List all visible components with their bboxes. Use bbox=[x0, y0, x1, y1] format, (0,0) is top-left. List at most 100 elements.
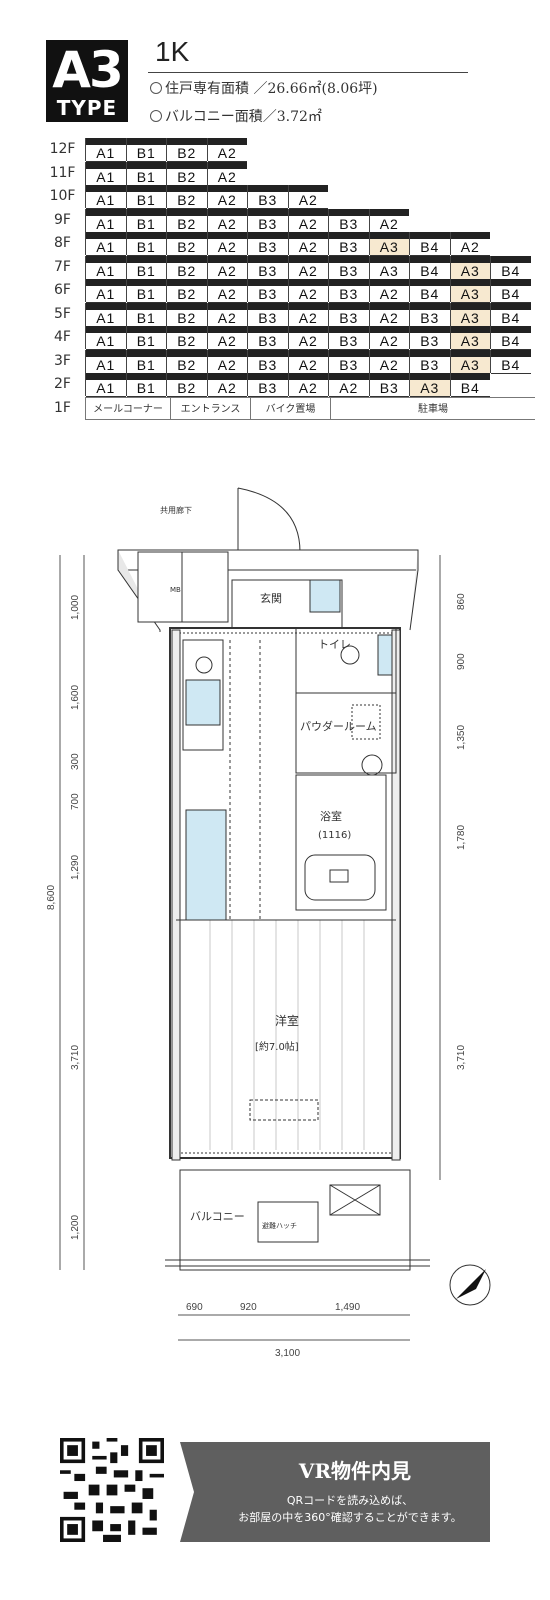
ground-floor-cell: 駐車場 bbox=[330, 396, 535, 420]
unit-label: B2 bbox=[167, 286, 207, 303]
unit-bar bbox=[329, 255, 369, 263]
unit-label: B4 bbox=[491, 310, 531, 327]
unit-label: B4 bbox=[410, 239, 450, 256]
unit-label: A2 bbox=[207, 333, 247, 350]
unit-bar bbox=[369, 326, 409, 333]
unit-bar bbox=[491, 349, 531, 357]
unit-cell: B2 bbox=[166, 349, 207, 374]
unit-label: B1 bbox=[126, 239, 166, 256]
unit-cell: A2 bbox=[206, 232, 247, 256]
balcony-area-text: バルコニー面積／3.72㎡ bbox=[165, 109, 322, 125]
unit-cell: B3 bbox=[328, 326, 369, 350]
unit-label: B4 bbox=[410, 286, 450, 303]
unit-label: B3 bbox=[369, 380, 409, 397]
unit-cell: A2 bbox=[287, 326, 328, 350]
unit-cell: B3 bbox=[247, 185, 288, 209]
unit-label: B2 bbox=[167, 263, 207, 280]
unit-bar bbox=[329, 349, 369, 357]
unit-label: A2 bbox=[288, 310, 328, 327]
unit-bar bbox=[86, 255, 126, 263]
unit-bar bbox=[450, 302, 490, 310]
unit-bar bbox=[288, 326, 328, 333]
unit-cell: B3 bbox=[409, 302, 450, 327]
unit-cell: B2 bbox=[166, 373, 207, 397]
unit-bar bbox=[167, 255, 207, 263]
unit-bar bbox=[167, 373, 207, 380]
unit-bar bbox=[86, 302, 126, 310]
unit-cell: A1 bbox=[85, 161, 126, 186]
unit-label: A2 bbox=[369, 333, 409, 350]
unit-label: A1 bbox=[86, 169, 126, 186]
unit-bar bbox=[410, 349, 450, 357]
svg-text:MB: MB bbox=[170, 586, 181, 594]
unit-label: A2 bbox=[207, 216, 247, 233]
unit-label: B3 bbox=[329, 286, 369, 303]
dim-right-1: 860 bbox=[456, 593, 467, 610]
unit-label: B3 bbox=[329, 333, 369, 350]
unit-cell: B3 bbox=[247, 255, 288, 280]
unit-cell: A2 bbox=[287, 185, 328, 209]
unit-bar bbox=[167, 302, 207, 310]
unit-cell: B4 bbox=[490, 302, 531, 327]
unit-cell: A3 bbox=[368, 232, 409, 256]
unit-cell: B1 bbox=[125, 138, 166, 162]
floor-label: 11F bbox=[40, 161, 86, 185]
unit-label: A2 bbox=[369, 310, 409, 327]
western-room-size: [約7.0帖] bbox=[255, 1040, 299, 1053]
unit-cell: A2 bbox=[206, 326, 247, 350]
vr-desc-line2: お部屋の中を360°確認することができます。 bbox=[238, 1511, 462, 1524]
unit-label: B2 bbox=[167, 333, 207, 350]
unit-cell: A1 bbox=[85, 232, 126, 256]
unit-bar bbox=[126, 349, 166, 357]
unit-label: B1 bbox=[126, 357, 166, 374]
unit-cell: A2 bbox=[206, 138, 247, 162]
unit-label: B3 bbox=[248, 310, 288, 327]
unit-cell: B3 bbox=[247, 279, 288, 303]
unit-label: A2 bbox=[288, 239, 328, 256]
unit-bar bbox=[329, 326, 369, 333]
unit-cell: A3 bbox=[449, 255, 490, 280]
unit-bar bbox=[207, 255, 247, 263]
unit-cell: A2 bbox=[287, 232, 328, 256]
floor-label: 10F bbox=[40, 185, 86, 208]
unit-label: B1 bbox=[126, 380, 166, 397]
unit-bar bbox=[207, 208, 247, 216]
unit-cell: B2 bbox=[166, 161, 207, 186]
unit-bar bbox=[167, 349, 207, 357]
unit-bar bbox=[369, 232, 409, 239]
unit-label: A3 bbox=[450, 333, 490, 350]
dim-left-6: 3,710 bbox=[70, 1045, 81, 1070]
qr-code-icon[interactable] bbox=[60, 1438, 164, 1542]
unit-cell: A1 bbox=[85, 279, 126, 303]
unit-bar bbox=[450, 255, 490, 263]
unit-label: A1 bbox=[86, 239, 126, 256]
dim-left-3: 300 bbox=[70, 753, 81, 770]
dim-right-2: 900 bbox=[456, 653, 467, 670]
unit-label: A2 bbox=[207, 145, 247, 162]
unit-bar bbox=[167, 138, 207, 145]
balcony-label: バルコニー bbox=[190, 1210, 245, 1223]
unit-bar bbox=[288, 279, 328, 286]
unit-label: A1 bbox=[86, 145, 126, 162]
unit-bar bbox=[450, 349, 490, 357]
unit-label: A2 bbox=[207, 169, 247, 186]
unit-label: B3 bbox=[329, 357, 369, 374]
unit-bar bbox=[450, 326, 490, 333]
unit-bar bbox=[86, 373, 126, 380]
unit-label: A1 bbox=[86, 357, 126, 374]
vr-banner[interactable] bbox=[180, 1442, 490, 1542]
unit-cell: B4 bbox=[490, 326, 531, 350]
unit-label: A3 bbox=[369, 239, 409, 256]
balcony-area: バルコニー面積／3.72㎡ bbox=[150, 106, 322, 126]
unit-bar bbox=[167, 208, 207, 216]
unit-label: A2 bbox=[329, 380, 369, 397]
unit-cell: B3 bbox=[368, 373, 409, 397]
unit-cell: A3 bbox=[449, 326, 490, 350]
unit-label: B2 bbox=[167, 145, 207, 162]
floor-label: 2F bbox=[40, 373, 86, 396]
